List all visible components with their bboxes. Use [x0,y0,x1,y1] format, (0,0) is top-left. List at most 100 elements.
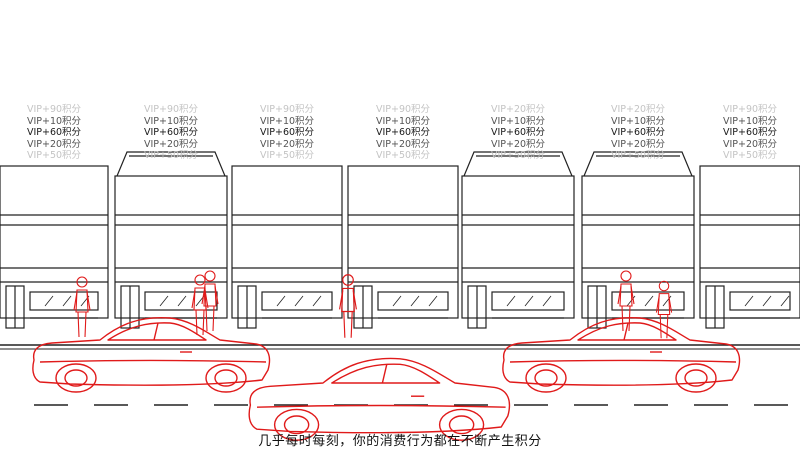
storefront [231,165,343,329]
points-label: VIP+20积分 [490,104,546,115]
building-facade [461,175,575,319]
points-label: VIP+50积分 [722,150,778,161]
storefront [581,151,695,329]
sedan-car [502,317,741,393]
glass-reflection [428,295,438,307]
glass-reflection [626,295,636,307]
pedestrian-figure [201,270,219,332]
glass-reflection [762,295,772,307]
points-label: VIP+50积分 [259,150,315,161]
glass-reflection [159,295,169,307]
points-label: VIP+50积分 [26,150,82,161]
wheel [55,363,97,393]
wheel-hub [214,369,238,387]
wheel-hub [534,369,558,387]
glass-reflection [62,295,72,307]
sedan-car [32,317,271,393]
car-body [32,317,271,386]
points-label: VIP+10积分 [143,115,199,127]
gable-roof [463,151,573,177]
points-label: VIP+90积分 [375,104,431,115]
glass-reflection [410,295,420,307]
points-label: VIP+90积分 [26,104,82,115]
road [0,344,800,406]
glass-reflection [662,295,672,307]
car-body [248,357,511,434]
points-label: VIP+20积分 [722,138,778,150]
points-label: VIP+20积分 [490,138,546,150]
points-label: VIP+20积分 [26,138,82,150]
glass-reflection [524,295,534,307]
pedestrian-figure [73,276,91,338]
glass-reflection [44,295,54,307]
points-label: VIP+10积分 [375,115,431,127]
caption-subtitle: 几乎每时每刻，你的消费行为都在不断产生积分 [258,434,542,449]
points-label: VIP+20积分 [143,138,199,150]
shop-window [261,291,333,311]
points-label: VIP+60积分 [26,127,82,138]
body-crease [509,359,737,363]
points-label: VIP+10积分 [26,115,82,127]
pedestrian-figure [617,270,635,332]
glass-reflection [392,295,402,307]
glass-reflection [177,295,187,307]
points-label: VIP+20积分 [375,138,431,150]
points-label: VIP+60积分 [490,127,546,138]
body-crease [39,359,267,363]
storefront-row [0,151,800,329]
points-label: VIP+90积分 [259,104,315,115]
window-pillar [623,322,629,341]
body-crease [256,404,506,408]
window-pillar [153,322,159,341]
glass-reflection [780,295,790,307]
wheel [525,363,567,393]
glass-reflection [312,295,322,307]
shop-window [491,291,565,311]
points-label: VIP+50积分 [143,150,199,161]
points-label: VIP+60积分 [259,127,315,138]
gable-roof [116,151,226,177]
glass-reflection [744,295,754,307]
wheel [205,363,247,393]
building-facade [114,175,228,319]
pedestrians [73,270,673,339]
wheel [273,408,320,441]
points-label: VIP+10积分 [610,115,666,127]
glass-reflection [294,295,304,307]
shop-window [729,291,791,311]
wheel-hub [684,369,708,387]
points-label: VIP+10积分 [722,115,778,127]
shop-window [611,291,685,311]
points-label: VIP+10积分 [259,115,315,127]
points-label: VIP+60积分 [610,127,666,138]
glass-reflection [506,295,516,307]
wheel-hub [283,415,310,435]
wheel-hub [448,415,475,435]
storefront [114,151,228,329]
wheel [438,408,485,441]
gable-roof [583,151,693,177]
cars [32,317,741,441]
points-label: VIP+50积分 [610,150,666,161]
storefront [461,151,575,329]
points-label: VIP+50积分 [490,150,546,161]
points-label: VIP+60积分 [722,127,778,138]
storefront [0,165,109,329]
shop-window [29,291,99,311]
points-label: VIP+20积分 [259,138,315,150]
car-window [331,363,441,384]
storefront [699,165,800,329]
wheel-hub [64,369,88,387]
points-label: VIP+90积分 [722,104,778,115]
building-facade [231,165,343,319]
sedan-car [248,357,511,441]
shop-window [377,291,449,311]
points-label: VIP+10积分 [490,115,546,127]
points-label: VIP+50积分 [375,150,431,161]
